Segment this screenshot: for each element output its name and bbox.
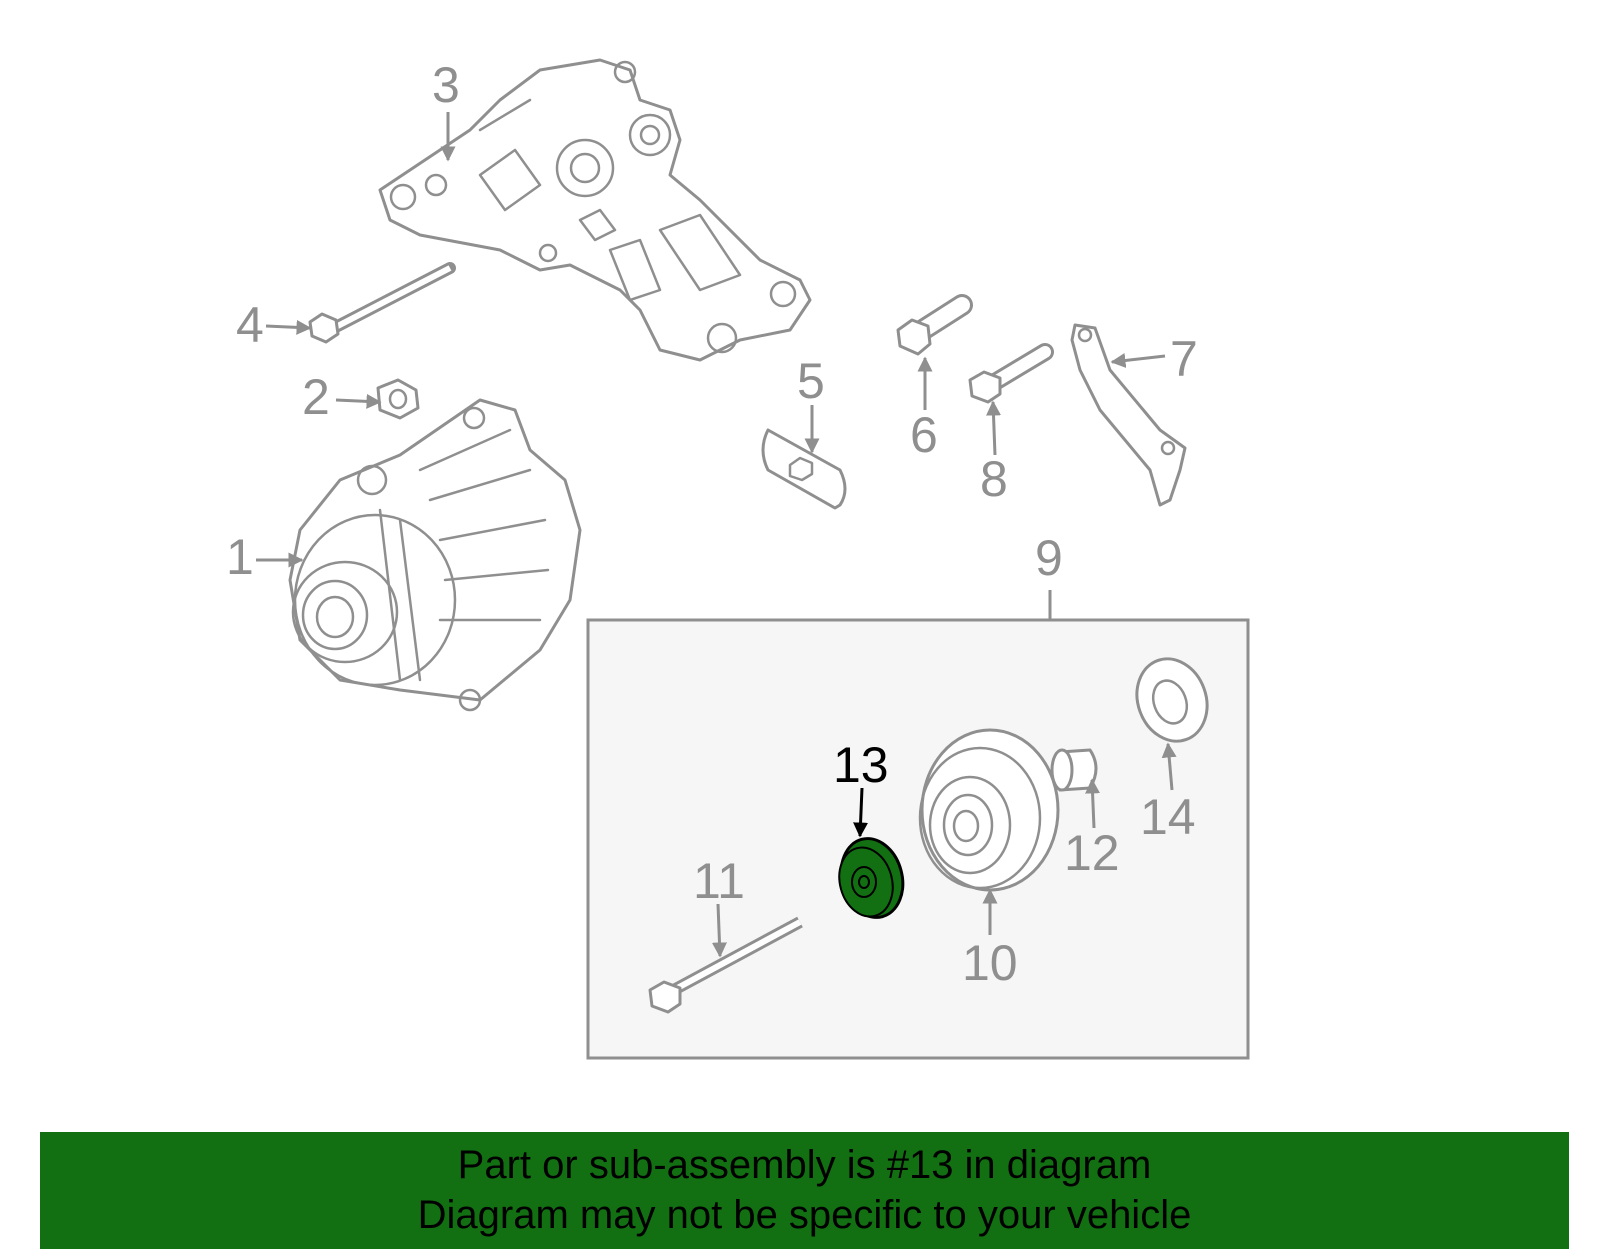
callout-12: 12 [1064,825,1120,881]
callout-10: 10 [962,935,1018,991]
part-12-spacer[interactable] [1050,748,1098,792]
callout-9: 9 [1035,530,1063,586]
part-4-bolt[interactable] [308,262,456,344]
part-10-pulley[interactable] [918,728,1060,892]
part-11-bolt[interactable] [648,916,803,1014]
callout-numbers: 1 2 3 4 5 6 7 8 9 10 11 12 13 14 [226,57,1198,991]
part-3-bracket[interactable] [378,58,812,362]
callout-7: 7 [1170,331,1198,387]
callout-1: 1 [226,529,254,585]
callout-5: 5 [797,353,825,409]
part-6-bolt[interactable] [896,294,973,356]
part-14-washer[interactable] [1126,649,1219,751]
callout-3: 3 [432,57,460,113]
callout-arrows [256,112,1177,958]
part-1-alternator[interactable] [288,398,582,712]
callout-2: 2 [302,369,330,425]
callout-11: 11 [693,853,745,909]
banner-line-1: Part or sub-assembly is #13 in diagram [457,1143,1152,1187]
part-8-bolt[interactable] [968,343,1054,404]
callout-13: 13 [833,737,889,793]
callout-4: 4 [236,297,264,353]
callout-8: 8 [980,451,1008,507]
callout-14: 14 [1140,789,1196,845]
part-5-nut-plate[interactable] [761,428,847,510]
banner-line-2: Diagram may not be specific to your vehi… [417,1193,1192,1237]
info-banner: Part or sub-assembly is #13 in diagram D… [40,1132,1569,1249]
part-13-dust-cap[interactable] [832,832,912,925]
part-2-nut[interactable] [376,378,420,420]
part-7-bracket-arm[interactable] [1070,323,1187,507]
callout-6: 6 [910,407,938,463]
